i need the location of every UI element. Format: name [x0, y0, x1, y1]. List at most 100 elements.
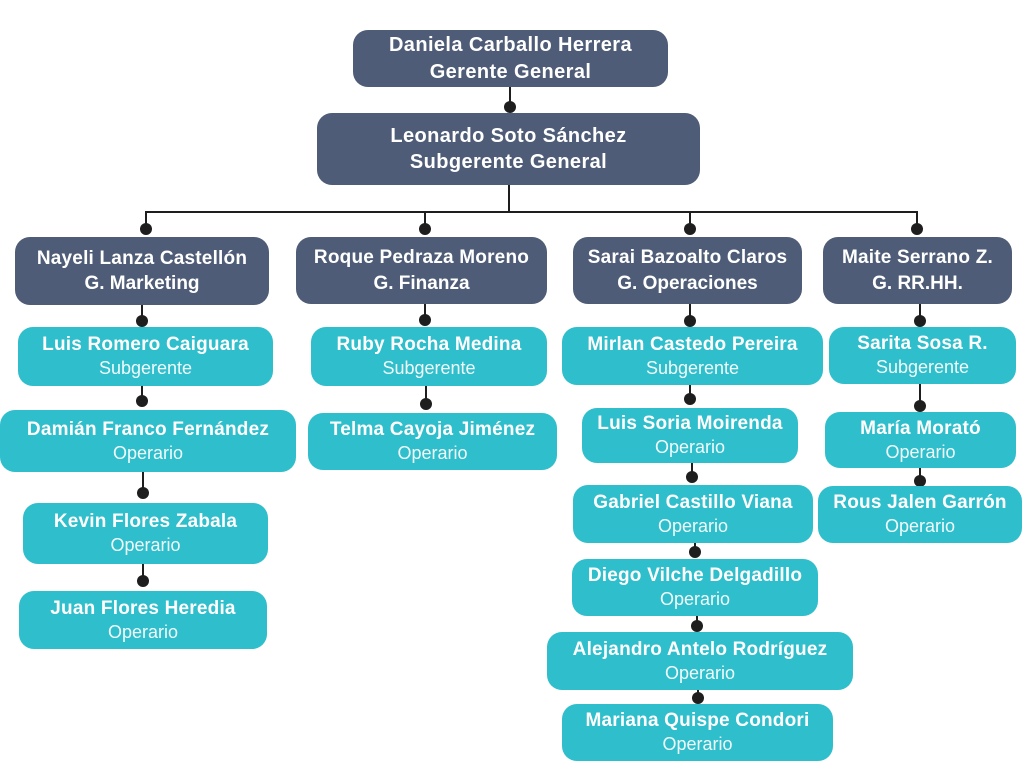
- person-title: Operario: [659, 589, 731, 610]
- connector-dot: [689, 546, 701, 558]
- org-node-staff: Telma Cayoja Jiménez Operario: [308, 413, 557, 470]
- person-name: María Morató: [860, 417, 981, 439]
- connector-line: [424, 304, 426, 320]
- connector-dot: [684, 315, 696, 327]
- person-title: Operario: [110, 535, 181, 556]
- person-name: Leonardo Soto Sánchez: [390, 124, 627, 147]
- person-title: Operario: [397, 443, 468, 464]
- person-title: Operario: [885, 441, 956, 462]
- connector-dot: [140, 223, 152, 235]
- connector-dot: [137, 487, 149, 499]
- connector-line: [142, 564, 144, 581]
- person-name: Sarita Sosa R.: [857, 333, 988, 355]
- connector-line: [689, 385, 691, 399]
- person-name: Juan Flores Heredia: [50, 597, 236, 619]
- person-title: Subgerente General: [409, 151, 608, 173]
- connector-line: [691, 463, 693, 477]
- connector-line: [689, 304, 691, 321]
- person-name: Diego Vilche Delgadillo: [587, 565, 803, 587]
- connector-line: [689, 211, 691, 229]
- connector-line: [919, 384, 921, 406]
- person-title: Operario: [664, 662, 736, 683]
- person-title: Operario: [654, 437, 726, 458]
- person-title: Subgerente: [382, 358, 476, 379]
- connector-line: [916, 211, 918, 229]
- org-node-gerente-general: Daniela Carballo Herrera Gerente General: [353, 30, 668, 87]
- connector-dot: [419, 223, 431, 235]
- connector-dot: [420, 398, 432, 410]
- org-node-staff: Luis Soria Moirenda Operario: [582, 408, 798, 463]
- org-node-g-operaciones: Sarai Bazoalto Claros G. Operaciones: [573, 237, 802, 304]
- connector-line: [424, 211, 426, 229]
- person-name: Maite Serrano Z.: [841, 247, 994, 269]
- org-node-staff: Luis Romero Caiguara Subgerente: [18, 327, 273, 386]
- person-name: Rous Jalen Garrón: [833, 492, 1007, 514]
- org-node-staff: Kevin Flores Zabala Operario: [23, 503, 268, 564]
- org-node-staff: Alejandro Antelo Rodríguez Operario: [547, 632, 853, 690]
- connector-dot: [914, 315, 926, 327]
- org-node-g-finanza: Roque Pedraza Moreno G. Finanza: [296, 237, 547, 304]
- person-name: Daniela Carballo Herrera: [388, 34, 633, 57]
- org-node-staff: Ruby Rocha Medina Subgerente: [311, 327, 547, 386]
- org-node-staff: Rous Jalen Garrón Operario: [818, 486, 1022, 543]
- org-node-staff: Gabriel Castillo Viana Operario: [573, 485, 813, 543]
- person-title: G. Operaciones: [617, 272, 758, 294]
- org-node-staff: Damián Franco Fernández Operario: [0, 410, 296, 472]
- connector-line: [919, 304, 921, 321]
- person-title: G. Marketing: [84, 273, 200, 294]
- person-title: G. RR.HH.: [872, 272, 963, 294]
- person-name: Mariana Quispe Condori: [585, 710, 810, 732]
- person-title: Operario: [112, 442, 184, 463]
- connector-dot: [136, 395, 148, 407]
- person-name: Kevin Flores Zabala: [53, 511, 238, 533]
- org-node-staff: Mariana Quispe Condori Operario: [562, 704, 833, 761]
- connector-line: [919, 468, 921, 481]
- connector-dot: [684, 223, 696, 235]
- person-title: Operario: [107, 621, 179, 642]
- connector-line: [141, 305, 143, 321]
- connector-line: [142, 472, 144, 493]
- connector-line: [508, 185, 510, 212]
- connector-dot: [136, 315, 148, 327]
- person-title: Operario: [662, 734, 733, 755]
- person-title: Subgerente: [875, 357, 970, 378]
- connector-dot: [914, 475, 926, 487]
- connector-dot: [137, 575, 149, 587]
- connector-line: [425, 386, 427, 404]
- person-name: Mirlan Castedo Pereira: [587, 333, 798, 355]
- person-name: Alejandro Antelo Rodríguez: [572, 638, 828, 660]
- person-name: Telma Cayoja Jiménez: [329, 419, 536, 441]
- person-title: Subgerente: [98, 358, 193, 379]
- person-name: Luis Romero Caiguara: [42, 334, 249, 356]
- connector-dot: [914, 400, 926, 412]
- connector-dot: [504, 101, 516, 113]
- person-name: Luis Soria Moirenda: [597, 413, 783, 435]
- connector-line: [145, 211, 918, 213]
- person-name: Sarai Bazoalto Claros: [587, 247, 788, 269]
- person-name: Nayeli Lanza Castellón: [36, 247, 248, 269]
- person-name: Roque Pedraza Moreno: [313, 247, 530, 269]
- connector-dot: [684, 393, 696, 405]
- person-title: G. Finanza: [373, 272, 470, 294]
- connector-line: [509, 87, 511, 107]
- org-node-g-marketing: Nayeli Lanza Castellón G. Marketing: [15, 237, 269, 305]
- connector-dot: [686, 471, 698, 483]
- org-node-g-rrhh: Maite Serrano Z. G. RR.HH.: [823, 237, 1012, 304]
- connector-dot: [691, 620, 703, 632]
- person-name: Ruby Rocha Medina: [336, 334, 522, 356]
- connector-dot: [692, 692, 704, 704]
- org-node-subgerente-general: Leonardo Soto Sánchez Subgerente General: [317, 113, 700, 185]
- connector-dot: [911, 223, 923, 235]
- org-node-staff: Diego Vilche Delgadillo Operario: [572, 559, 818, 616]
- connector-line: [141, 386, 143, 401]
- person-title: Operario: [884, 516, 956, 537]
- org-node-staff: Sarita Sosa R. Subgerente: [829, 327, 1016, 384]
- connector-line: [145, 211, 147, 229]
- person-name: Damián Franco Fernández: [26, 418, 270, 440]
- org-node-staff: Juan Flores Heredia Operario: [19, 591, 267, 649]
- org-node-staff: Mirlan Castedo Pereira Subgerente: [562, 327, 823, 385]
- person-title: Operario: [657, 515, 729, 536]
- person-title: Gerente General: [429, 60, 592, 83]
- person-title: Subgerente: [645, 357, 740, 378]
